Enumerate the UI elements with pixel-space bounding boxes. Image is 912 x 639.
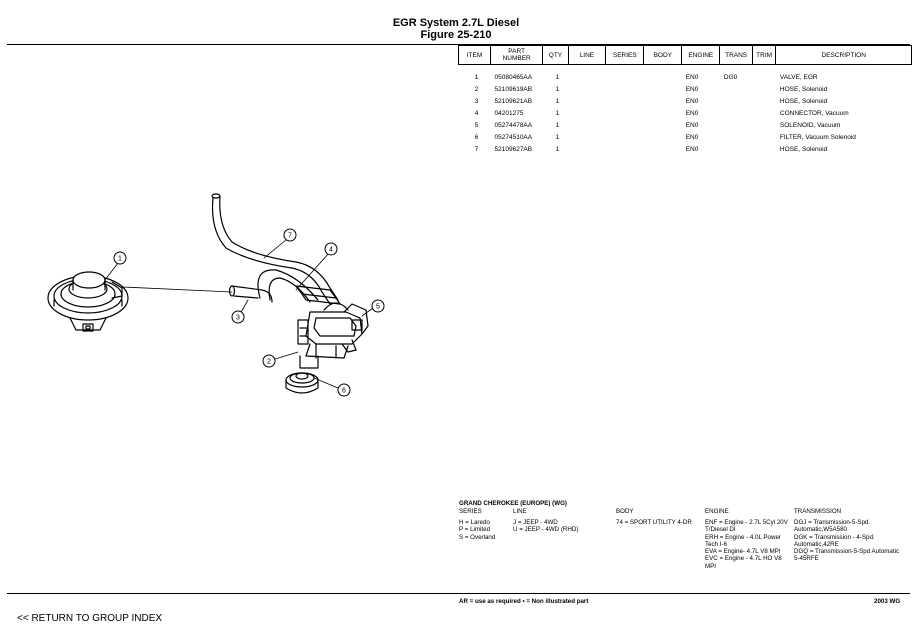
figure-number: Figure 25-210	[420, 29, 492, 41]
table-cell-item: 4	[474, 109, 479, 117]
header-rule	[7, 44, 910, 45]
svg-text:6: 6	[342, 388, 346, 395]
table-row: 1 05080465AA 1 EN0 DG0 VALVE, EGR	[459, 65, 912, 84]
table-cell-desc: SOLENOID, Vacuum	[779, 121, 841, 129]
table-cell-item: 5	[474, 121, 479, 129]
table-cell-part: 05080465AA	[494, 73, 533, 81]
table-cell-qty: 1	[555, 97, 560, 105]
table-cell-part: 04201275	[494, 109, 524, 117]
table-cell-part: 52109627AB	[494, 145, 533, 153]
callout-5: 5	[371, 299, 385, 313]
table-row: 3 52109621AB 1 EN0 HOSE, Solenoid	[459, 95, 912, 107]
table-cell-desc: HOSE, Solenoid	[779, 97, 828, 105]
footer-model-code: 2003 WG	[874, 598, 901, 605]
table-cell-desc: FILTER, Vacuum Solenoid	[779, 133, 856, 141]
col-header-trans: TRANS	[719, 45, 753, 65]
table-row: 5 05274478AA 1 EN0 SOLENOID, Vacuum	[459, 119, 912, 131]
col-header-qty: QTY	[542, 45, 569, 65]
table-cell-engine: EN0	[685, 145, 699, 153]
table-cell-qty: 1	[555, 73, 560, 81]
table-row: 4 04201275 1 EN0 CONNECTOR, Vacuum	[459, 107, 912, 119]
table-cell-item: 7	[474, 145, 479, 153]
callout-1: 1	[113, 251, 127, 265]
table-cell-item: 2	[474, 85, 479, 93]
table-cell-qty: 1	[555, 109, 560, 117]
table-cell-desc: HOSE, Solenoid	[779, 145, 828, 153]
filter-6-drawing	[285, 355, 319, 394]
svg-text:1: 1	[118, 256, 122, 263]
series-list: H = Laredo P = Limited S = Overland	[459, 519, 496, 541]
return-to-group-index-link[interactable]: << RETURN TO GROUP INDEX	[17, 613, 163, 624]
table-cell-engine: EN0	[685, 109, 699, 117]
table-row: 2 52109619AB 1 EN0 HOSE, Solenoid	[459, 83, 912, 95]
table-cell-qty: 1	[555, 145, 560, 153]
table-cell-engine: EN0	[685, 97, 699, 105]
callout-3: 3	[231, 310, 245, 324]
table-cell-item: 3	[474, 97, 479, 105]
hose-7-drawing	[211, 193, 339, 305]
line-header: LINE	[513, 508, 527, 515]
footer-legend: AR = use as required • = Non illustrated…	[459, 598, 589, 605]
footer-rule	[7, 593, 910, 594]
table-cell-engine: EN0	[685, 85, 699, 93]
table-cell-trans: DG0	[723, 73, 738, 81]
svg-text:7: 7	[288, 233, 292, 240]
series-header: SERIES	[459, 508, 482, 515]
table-cell-desc: CONNECTOR, Vacuum	[779, 109, 849, 117]
table-cell-qty: 1	[555, 121, 560, 129]
callout-2: 2	[262, 354, 276, 368]
solenoid-5-drawing	[297, 302, 369, 359]
model-title: GRAND CHEROKEE (EUROPE) (WG)	[459, 500, 567, 507]
col-header-description: DESCRIPTION	[775, 45, 912, 65]
table-cell-engine: EN0	[685, 121, 699, 129]
table-row: 6 05274510AA 1 EN0 FILTER, Vacuum Solenoid	[459, 131, 912, 143]
table-cell-part: 52109619AB	[494, 85, 533, 93]
svg-text:2: 2	[267, 359, 271, 366]
table-cell-qty: 1	[555, 85, 560, 93]
body-list: 74 = SPORT UTILITY 4-DR	[616, 519, 692, 526]
egr-valve-drawing	[47, 271, 129, 332]
table-cell-desc: VALVE, EGR	[779, 73, 818, 81]
col-header-series: SERIES	[605, 45, 645, 65]
svg-text:3: 3	[236, 315, 240, 322]
line-list: J = JEEP - 4WD U = JEEP - 4WD (RHD)	[513, 519, 579, 534]
page-title: EGR System 2.7L Diesel	[392, 17, 520, 29]
table-cell-item: 1	[474, 73, 479, 81]
table-row: 7 52109627AB 1 EN0 HOSE, Solenoid	[459, 143, 912, 155]
table-cell-engine: EN0	[685, 73, 699, 81]
svg-text:4: 4	[329, 247, 333, 254]
connector-4-drawing	[295, 285, 341, 305]
table-cell-part: 52109621AB	[494, 97, 533, 105]
table-cell-desc: HOSE, Solenoid	[779, 85, 828, 93]
engine-list: ENF = Engine - 2.7L 5Cyl 20V T/Diesel DI…	[705, 519, 788, 570]
engine-header: ENGINE	[705, 508, 729, 515]
table-cell-engine: EN0	[685, 133, 699, 141]
callout-7: 7	[283, 228, 297, 242]
table-cell-part: 05274478AA	[494, 121, 533, 129]
callout-4: 4	[324, 242, 338, 256]
body-header: BODY	[616, 508, 634, 515]
transmission-list: DGJ = Transmission-5-Spd. Automatic,W5A5…	[794, 519, 900, 563]
callout-6: 6	[337, 383, 351, 397]
table-cell-qty: 1	[555, 133, 560, 141]
transmission-header: TRANSMISSION	[794, 508, 842, 515]
table-cell-part: 05274510AA	[494, 133, 533, 141]
table-cell-item: 6	[474, 133, 479, 141]
svg-text:5: 5	[376, 304, 380, 311]
